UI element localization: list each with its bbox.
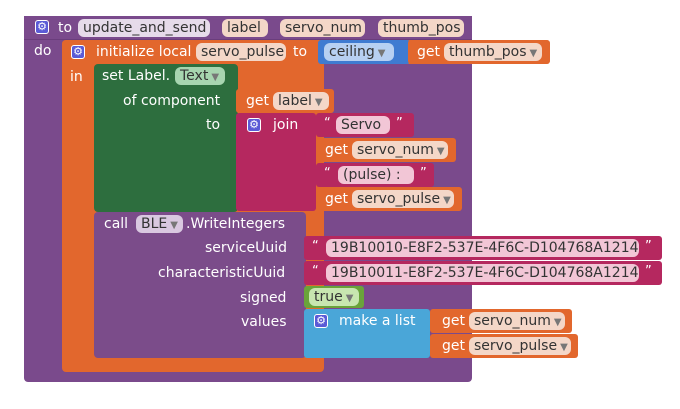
logic-true-dropdown[interactable]: true▼ — [309, 288, 359, 306]
property-name: Text — [180, 68, 209, 84]
text-pulse-field[interactable]: (pulse) : — [338, 166, 414, 184]
of-component-label: of component — [123, 93, 221, 109]
procedure-name-field[interactable]: update_and_send — [78, 19, 210, 37]
get-label: get — [417, 44, 440, 60]
get-label: get — [442, 313, 465, 329]
chevron-down-icon: ▼ — [560, 342, 568, 353]
quote-close-icon: ” — [396, 116, 403, 131]
ceiling-dropdown[interactable]: ceiling▼ — [324, 43, 394, 61]
quote-open-icon: “ — [312, 264, 319, 279]
service-uuid-field[interactable]: 19B10010-E8F2-537E-4F6C-D104768A1214 — [326, 239, 639, 257]
gear-icon[interactable]: ⚙ — [71, 45, 85, 59]
local-var-name-field[interactable]: servo_pulse — [196, 43, 286, 61]
quote-close-icon: ” — [645, 264, 652, 279]
join-get1-dropdown[interactable]: servo_num▼ — [352, 141, 448, 159]
ble-component-name: BLE — [141, 216, 168, 232]
quote-close-icon: ” — [645, 239, 652, 254]
init-local-in-label: in — [70, 69, 83, 85]
join-get2-var: servo_pulse — [357, 191, 441, 207]
make-list-label: make a list — [339, 313, 416, 329]
quote-open-icon: “ — [312, 239, 319, 254]
get-var-name: thumb_pos — [449, 44, 527, 60]
service-uuid-label: serviceUuid — [205, 240, 288, 256]
set-label-block[interactable] — [94, 64, 238, 212]
method-name: .WriteIntegers — [186, 216, 286, 232]
get-label: get — [442, 338, 465, 354]
list-item-2-dropdown[interactable]: servo_pulse▼ — [469, 337, 571, 355]
component-var-name: label — [278, 93, 312, 109]
quote-open-icon: “ — [324, 166, 331, 181]
ble-component-dropdown[interactable]: BLE▼ — [136, 215, 183, 233]
ceiling-label: ceiling — [329, 44, 375, 60]
chevron-down-icon: ▼ — [314, 97, 323, 108]
values-label: values — [241, 314, 287, 330]
procedure-do-label: do — [34, 43, 52, 59]
quote-close-icon: ” — [420, 166, 427, 181]
ble-call-block[interactable] — [94, 212, 306, 358]
chevron-down-icon: ▼ — [170, 220, 178, 231]
procedure-to-label: to — [58, 20, 73, 36]
chevron-down-icon: ▼ — [436, 146, 445, 157]
property-dropdown[interactable]: Text▼ — [175, 67, 225, 85]
join-get1-var: servo_num — [357, 142, 434, 158]
chevron-down-icon: ▼ — [443, 195, 451, 206]
get-var-dropdown[interactable]: thumb_pos▼ — [444, 43, 542, 61]
param-servo-num[interactable]: servo_num — [280, 19, 365, 37]
get-label: get — [325, 191, 348, 207]
logic-true-value: true — [314, 289, 343, 305]
join-label: join — [273, 117, 299, 133]
chevron-down-icon: ▼ — [377, 48, 386, 59]
signed-label: signed — [240, 290, 287, 306]
chevron-down-icon: ▼ — [553, 317, 562, 328]
chevron-down-icon: ▼ — [345, 293, 354, 304]
gear-icon[interactable]: ⚙ — [247, 118, 261, 132]
text-servo-field[interactable]: Servo — [336, 116, 390, 134]
list-item-1-dropdown[interactable]: servo_num▼ — [469, 312, 565, 330]
characteristic-uuid-field[interactable]: 19B10011-E8F2-537E-4F6C-D104768A1214 — [326, 264, 639, 282]
gear-icon[interactable]: ⚙ — [314, 314, 328, 328]
get-label: get — [325, 142, 348, 158]
characteristic-uuid-label: characteristicUuid — [158, 265, 286, 281]
set-label-text: set Label. — [102, 68, 171, 84]
param-thumb-pos[interactable]: thumb_pos — [378, 19, 464, 37]
quote-open-icon: “ — [324, 116, 331, 131]
chevron-down-icon: ▼ — [211, 72, 220, 83]
init-local-label: initialize local — [96, 44, 192, 60]
get-label: get — [246, 93, 269, 109]
chevron-down-icon: ▼ — [529, 48, 538, 59]
param-label[interactable]: label — [222, 19, 268, 37]
list-item-2-var: servo_pulse — [474, 338, 558, 354]
join-get2-dropdown[interactable]: servo_pulse▼ — [352, 190, 454, 208]
list-item-1-var: servo_num — [474, 313, 551, 329]
set-to-label: to — [206, 117, 221, 133]
component-var-dropdown[interactable]: label▼ — [273, 92, 329, 110]
gear-icon[interactable]: ⚙ — [35, 20, 49, 34]
call-label: call — [104, 216, 129, 232]
init-local-to-label: to — [293, 44, 308, 60]
